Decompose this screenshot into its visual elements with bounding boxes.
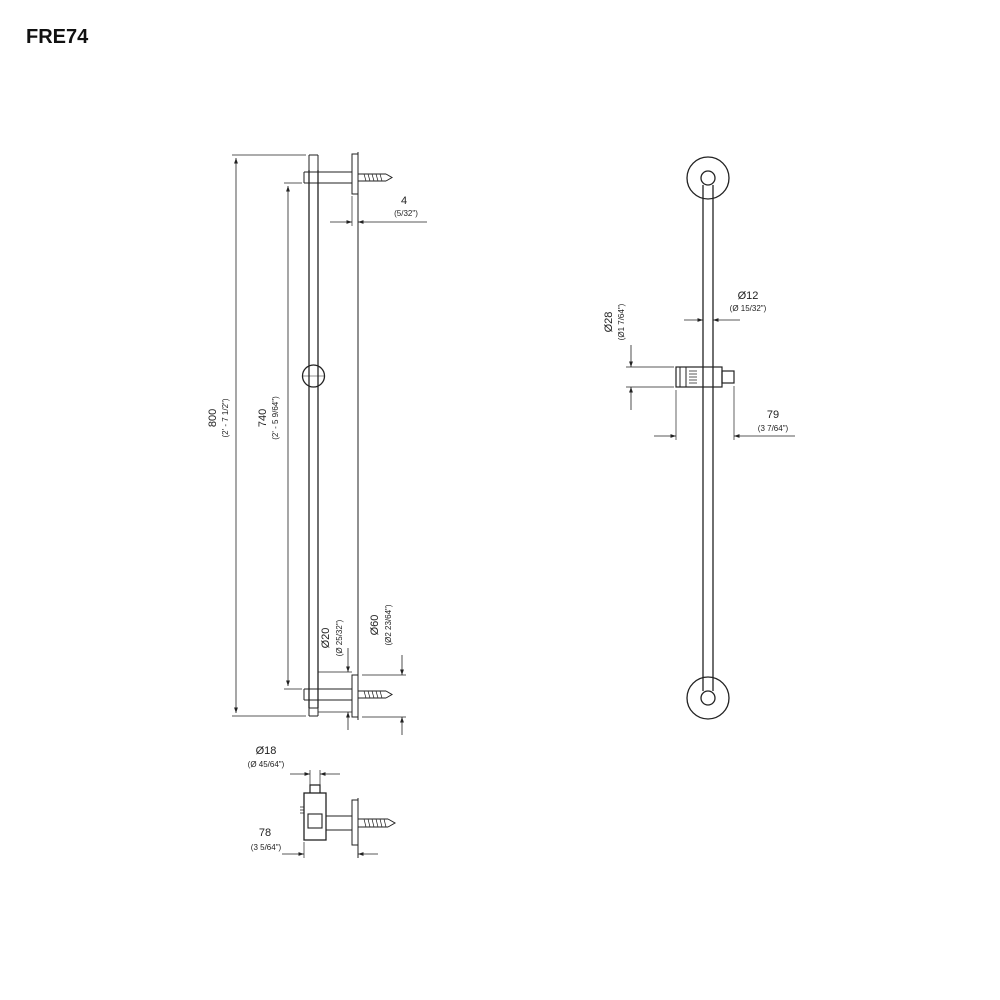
dim-79-imperial: (3 7/64") <box>758 424 789 433</box>
dim-800-imperial: (2' - 7 1/2") <box>221 398 230 437</box>
dim-dia20-value: Ø20 <box>320 628 332 649</box>
side-view <box>232 152 427 735</box>
holder-view <box>282 770 397 858</box>
slider-holder <box>675 366 735 388</box>
screw-icon <box>358 173 393 182</box>
dim-dia28-imperial: (Ø1 7/64") <box>617 303 626 340</box>
screw-icon <box>358 818 397 828</box>
front-view <box>626 156 795 720</box>
dim-79-value: 79 <box>767 409 779 421</box>
dim-dia12-imperial: (Ø 15/32") <box>730 304 767 313</box>
dim-dia60-imperial: (Ø2 23/64") <box>384 604 393 645</box>
dim-dia60-value: Ø60 <box>369 615 381 636</box>
dim-4-imperial: (5/32") <box>394 209 418 218</box>
drawing-title: FRE74 <box>26 26 89 48</box>
dim-dia18-value: Ø18 <box>256 745 277 757</box>
dim-78-value: 78 <box>259 827 271 839</box>
dim-4-value: 4 <box>401 195 407 207</box>
dim-740-imperial: (2' - 5 9/64") <box>271 396 280 440</box>
dim-dia28-value: Ø28 <box>603 312 615 333</box>
dim-78-imperial: (3 5/64") <box>251 843 282 852</box>
dim-740-value: 740 <box>257 409 269 427</box>
dim-dia12-value: Ø12 <box>738 290 759 302</box>
screw-icon <box>358 690 393 699</box>
dim-dia18-imperial: (Ø 45/64") <box>248 760 285 769</box>
dim-dia20-imperial: (Ø 25/32") <box>335 619 344 656</box>
dim-800-value: 800 <box>207 409 219 427</box>
